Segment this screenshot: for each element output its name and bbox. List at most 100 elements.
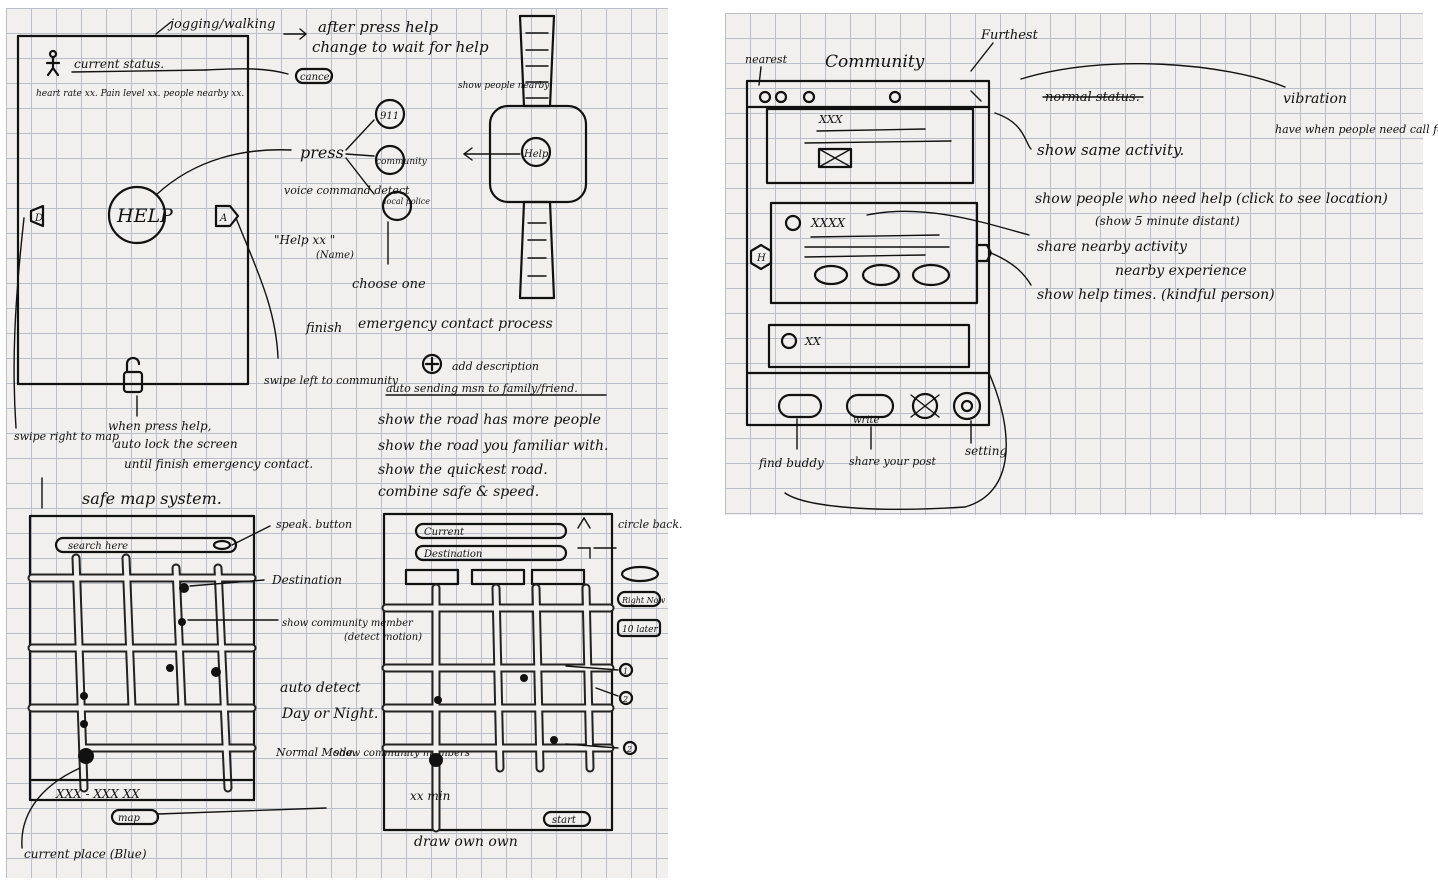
community-member[interactable] (80, 720, 88, 728)
day-night-label: Day or Night. (281, 706, 378, 722)
svg-text:2: 2 (622, 695, 628, 704)
feed-image[interactable] (817, 147, 853, 169)
map-bottom-info: XXX - XXX XX (55, 787, 140, 801)
help-voice: "Help xx " (274, 233, 335, 247)
svg-text:community: community (376, 157, 428, 167)
svg-text:H: H (756, 253, 766, 264)
marker-1 (618, 662, 634, 678)
lock-note-3: until finish emergency contact. (124, 457, 313, 471)
finish-label: finish (305, 321, 342, 336)
activity-image-3[interactable] (911, 263, 951, 287)
jogging-arrow (155, 21, 172, 35)
feed-avatar (784, 214, 802, 232)
right-edge-button[interactable] (214, 204, 240, 228)
show-people-nearby: show people nearby (458, 81, 550, 91)
help-to-press-arrow (155, 149, 292, 196)
signal-icon (970, 90, 982, 102)
feature-4: show help times. (kindful person) (1037, 287, 1275, 303)
option-community[interactable] (374, 144, 406, 176)
map-roads (27, 553, 257, 793)
option-911[interactable] (374, 98, 406, 130)
route-current-pin[interactable] (429, 753, 443, 767)
write-button[interactable] (845, 393, 895, 419)
option-police[interactable] (381, 190, 413, 222)
edge-right-tab[interactable] (975, 243, 993, 263)
road-option-1: show the road has more people (378, 412, 601, 428)
map-button[interactable] (110, 808, 160, 826)
swipe-left-arrow (235, 217, 279, 359)
circle-back-label: circle back. (618, 518, 683, 531)
find-buddy-button[interactable] (777, 393, 823, 419)
community-member[interactable] (211, 667, 221, 677)
run-mode[interactable] (470, 568, 526, 586)
community-member[interactable] (166, 664, 174, 672)
svg-text:2: 2 (626, 745, 632, 754)
add-icon[interactable] (421, 353, 443, 375)
walker-icon (45, 49, 61, 77)
marker-2 (618, 690, 634, 706)
watch-help-button[interactable] (520, 136, 552, 168)
svg-text:D: D (34, 213, 43, 224)
feed-card-3[interactable] (767, 323, 971, 369)
setting-label: setting (965, 444, 1007, 458)
community-member[interactable] (80, 692, 88, 700)
current-place-label: current place (Blue) (24, 847, 147, 861)
swipe-right-arrow (13, 217, 25, 429)
feature-1: show same activity. (1037, 141, 1184, 159)
cancel-button[interactable] (294, 67, 334, 85)
swipe-back-arrow (784, 372, 1007, 510)
search-bar[interactable] (54, 536, 238, 554)
normal-mode-label: Normal Mode. (275, 746, 356, 759)
search-placeholder: search here (68, 541, 128, 552)
show-community-label: show community member (282, 618, 414, 629)
voice-command: voice command detect (284, 184, 410, 197)
current-field[interactable] (414, 522, 568, 540)
route-member[interactable] (520, 674, 528, 682)
swap-icon[interactable] (577, 516, 591, 559)
cancel-label: cancel (300, 72, 333, 83)
feed-card-3-name: XX (804, 335, 822, 348)
setting-icon[interactable] (952, 391, 982, 421)
sketch-sheet-right: nearest Community Furthest XXX XXXX H XX… (725, 13, 1438, 515)
walk-mode[interactable] (404, 568, 460, 586)
feed-card-1[interactable] (765, 107, 975, 185)
current-place-pin[interactable] (78, 748, 94, 764)
edge-left-tab[interactable] (749, 243, 773, 271)
vibration-arrow (1020, 62, 1286, 88)
after-arrow (283, 28, 308, 40)
route-member[interactable] (550, 736, 558, 744)
left-sketch: jogging/walking after press help change … (13, 14, 683, 861)
svg-text:start: start (552, 815, 577, 826)
emergency-process: emergency contact process (358, 316, 553, 332)
add-description: add description (452, 360, 539, 373)
speak-button[interactable] (212, 539, 232, 551)
press-label: press (300, 143, 344, 162)
jogging-label: jogging/walking (167, 17, 276, 32)
write-label: write (853, 415, 880, 426)
start-button[interactable] (542, 810, 592, 828)
phone-stats: heart rate xx. Pain level xx. people nea… (36, 89, 244, 99)
lock-note-2: auto lock the screen (114, 437, 238, 451)
activity-image-2[interactable] (861, 263, 901, 287)
vibration-label: vibration (1283, 91, 1347, 107)
right-now-button[interactable] (616, 590, 662, 608)
road-option-2: show the road you familiar with. (378, 438, 608, 454)
community-phone-frame (745, 79, 991, 427)
help-button[interactable] (107, 185, 167, 245)
later-button[interactable] (616, 618, 662, 638)
destination-pin[interactable] (179, 583, 189, 593)
buddy-icon[interactable] (911, 392, 939, 420)
sketch-sheet-left: jogging/walking after press help change … (6, 8, 683, 878)
svg-text:Help: Help (523, 149, 549, 160)
feed-card-2[interactable] (769, 201, 979, 305)
swipe-right: swipe right to map (14, 430, 119, 443)
destination-field[interactable] (414, 544, 568, 562)
left-edge-button[interactable] (29, 204, 45, 228)
route-member[interactable] (434, 696, 442, 704)
activity-image-1[interactable] (813, 264, 849, 286)
bike-mode[interactable] (530, 568, 586, 586)
road-option-4: combine safe & speed. (378, 484, 539, 500)
lock-note-1: when press help, (108, 419, 211, 433)
community-member[interactable] (178, 618, 186, 626)
side-button-1[interactable] (620, 565, 660, 583)
